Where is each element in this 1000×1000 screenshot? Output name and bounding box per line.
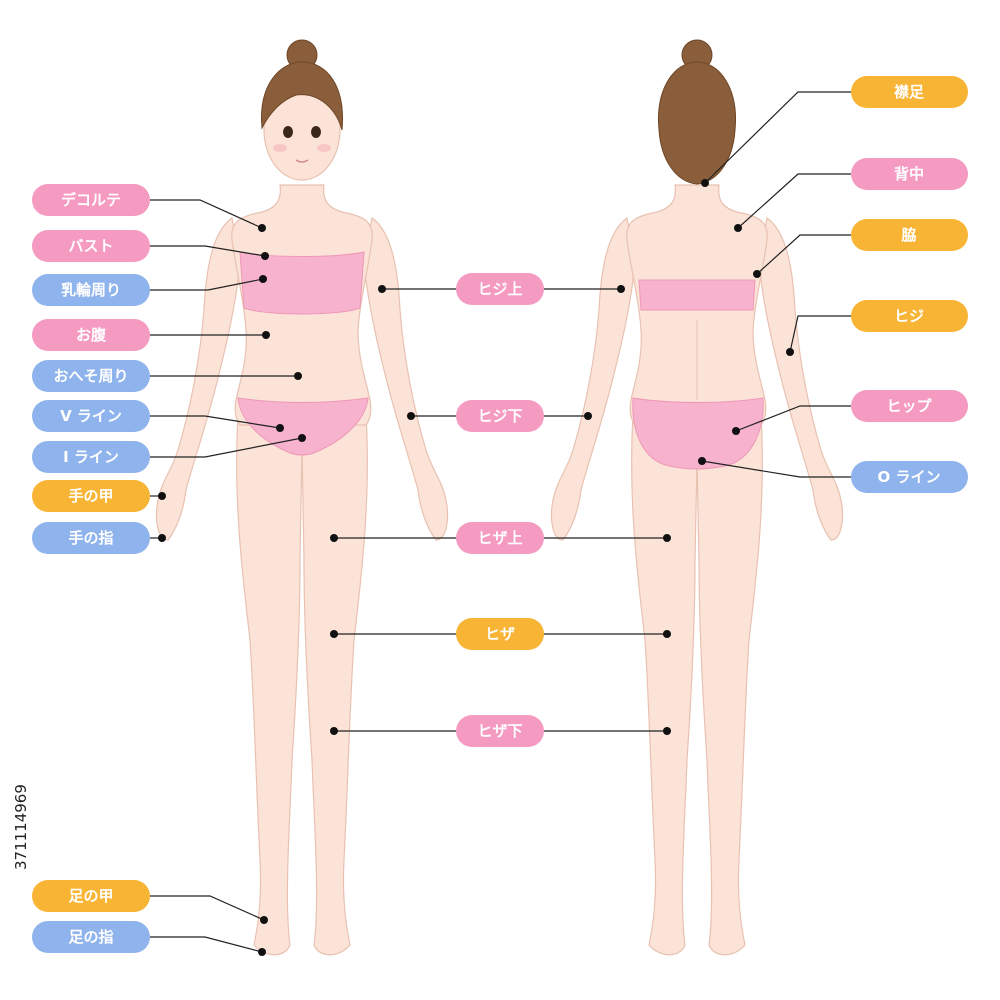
label-back-of-hand: 手の甲 bbox=[32, 480, 150, 512]
label-back: 背中 bbox=[851, 158, 968, 190]
label-fingers: 手の指 bbox=[32, 522, 150, 554]
label-navel: おへそ周り bbox=[32, 360, 150, 392]
front-right-cheek bbox=[317, 144, 331, 152]
label-instep: 足の甲 bbox=[32, 880, 150, 912]
front-left-arm bbox=[156, 218, 240, 540]
dot-underarm bbox=[753, 270, 761, 278]
label-o-line: O ライン bbox=[851, 461, 968, 493]
back-left-leg bbox=[632, 415, 697, 955]
dot-o-line bbox=[698, 457, 706, 465]
label-text-lower-leg: ヒザ下 bbox=[477, 722, 522, 740]
label-text-i-line: I ライン bbox=[63, 448, 119, 466]
dot-v-line bbox=[276, 424, 284, 432]
label-text-forearm: ヒジ下 bbox=[477, 407, 522, 425]
front-figure bbox=[156, 40, 447, 955]
dot-forearm-back bbox=[584, 412, 592, 420]
dot-thigh-back bbox=[663, 534, 671, 542]
label-text-v-line: V ライン bbox=[60, 407, 122, 425]
label-areola: 乳輪周り bbox=[32, 274, 150, 306]
label-text-o-line: O ライン bbox=[878, 468, 941, 486]
label-v-line: V ライン bbox=[32, 400, 150, 432]
label-text-nape: 襟足 bbox=[894, 83, 925, 101]
dot-bust bbox=[261, 252, 269, 260]
back-right-leg bbox=[697, 415, 762, 955]
back-bikini-strap bbox=[639, 280, 755, 310]
front-left-cheek bbox=[273, 144, 287, 152]
stock-id-text: 371114969 bbox=[12, 784, 30, 870]
leader-toes bbox=[150, 937, 262, 952]
label-bust: バスト bbox=[32, 230, 150, 262]
dot-fingers bbox=[158, 534, 166, 542]
dot-decollete bbox=[258, 224, 266, 232]
dot-back-of-hand bbox=[158, 492, 166, 500]
dot-navel bbox=[294, 372, 302, 380]
label-text-elbow: ヒジ bbox=[894, 307, 924, 325]
label-toes: 足の指 bbox=[32, 921, 150, 953]
dot-knee-front bbox=[330, 630, 338, 638]
label-text-hip: ヒップ bbox=[886, 397, 932, 415]
label-text-back-of-hand: 手の甲 bbox=[68, 487, 113, 505]
label-text-instep: 足の甲 bbox=[68, 887, 113, 905]
front-left-leg bbox=[237, 415, 302, 955]
label-text-navel: おへそ周り bbox=[53, 367, 128, 385]
label-i-line: I ライン bbox=[32, 441, 150, 473]
dot-belly bbox=[262, 331, 270, 339]
dot-toes bbox=[258, 948, 266, 956]
label-elbow: ヒジ bbox=[851, 300, 968, 332]
front-bikini-top bbox=[240, 252, 364, 314]
label-text-fingers: 手の指 bbox=[68, 529, 113, 547]
dot-elbow bbox=[786, 348, 794, 356]
back-right-arm bbox=[759, 218, 843, 540]
label-forearm: ヒジ下 bbox=[456, 400, 544, 432]
dot-back bbox=[734, 224, 742, 232]
label-text-knee: ヒザ bbox=[485, 625, 515, 643]
label-text-back: 背中 bbox=[894, 165, 924, 183]
leader-instep bbox=[150, 896, 264, 920]
dot-nape bbox=[701, 179, 709, 187]
label-text-bust: バスト bbox=[68, 237, 113, 255]
dot-lower-leg-back bbox=[663, 727, 671, 735]
dot-instep bbox=[260, 916, 268, 924]
label-text-belly: お腹 bbox=[76, 326, 107, 344]
dot-forearm-front bbox=[407, 412, 415, 420]
dot-lower-leg-front bbox=[330, 727, 338, 735]
dot-i-line bbox=[298, 434, 306, 442]
label-nape: 襟足 bbox=[851, 76, 968, 108]
dot-areola bbox=[259, 275, 267, 283]
back-hair bbox=[658, 62, 735, 184]
label-text-upper-arm: ヒジ上 bbox=[477, 280, 522, 298]
label-decollete: デコルテ bbox=[32, 184, 150, 216]
label-upper-arm: ヒジ上 bbox=[456, 273, 544, 305]
front-right-eye bbox=[311, 126, 321, 138]
label-belly: お腹 bbox=[32, 319, 150, 351]
front-right-leg bbox=[302, 415, 367, 955]
label-hip: ヒップ bbox=[851, 390, 968, 422]
label-thigh: ヒザ上 bbox=[456, 522, 544, 554]
back-figure bbox=[551, 40, 842, 955]
dot-hip bbox=[732, 427, 740, 435]
label-text-toes: 足の指 bbox=[68, 928, 113, 946]
label-text-thigh: ヒザ上 bbox=[477, 529, 522, 547]
label-text-underarm: 脇 bbox=[901, 226, 916, 244]
back-left-arm bbox=[551, 218, 635, 540]
label-lower-leg: ヒザ下 bbox=[456, 715, 544, 747]
front-right-arm bbox=[364, 218, 448, 540]
label-text-areola: 乳輪周り bbox=[61, 281, 121, 299]
front-left-eye bbox=[283, 126, 293, 138]
dot-upper-arm-back bbox=[617, 285, 625, 293]
label-knee: ヒザ bbox=[456, 618, 544, 650]
label-text-decollete: デコルテ bbox=[61, 191, 121, 209]
dot-knee-back bbox=[663, 630, 671, 638]
dot-upper-arm-front bbox=[378, 285, 386, 293]
dot-thigh-front bbox=[330, 534, 338, 542]
label-underarm: 脇 bbox=[851, 219, 968, 251]
